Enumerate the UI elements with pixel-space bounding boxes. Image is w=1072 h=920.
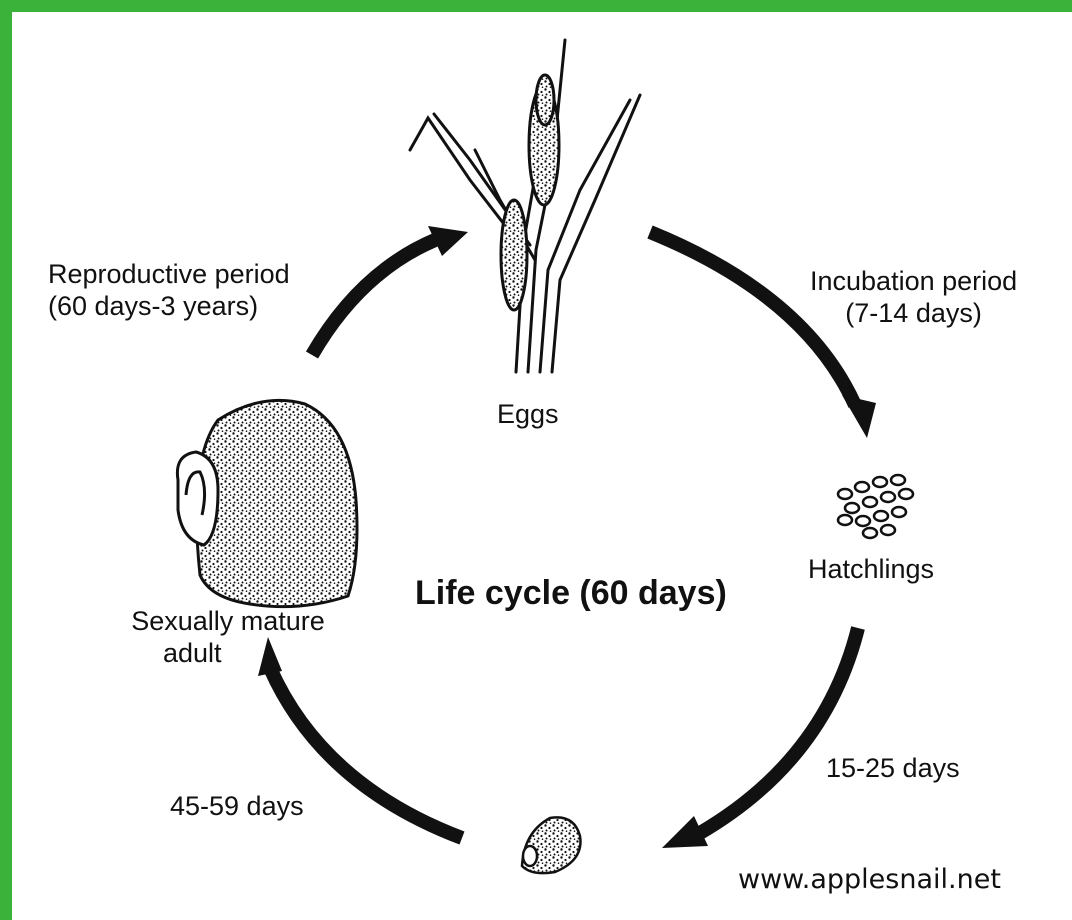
transition-label-reproductive-line2: (60 days-3 years): [48, 290, 290, 322]
plant-with-egg-clusters-icon: [410, 40, 640, 372]
transition-label-incubation-line2: (7-14 days): [810, 297, 1017, 329]
stage-label-hatchlings: Hatchlings: [808, 553, 934, 585]
stage-label-adult-line2: adult: [108, 637, 348, 669]
diagram-title: Life cycle (60 days): [415, 574, 727, 613]
stage-label-adult: Sexually mature adult: [108, 605, 348, 669]
arrowhead-juvenile: [662, 816, 708, 848]
transition-label-reproductive: Reproductive period (60 days-3 years): [48, 258, 290, 322]
arrowhead-hatchlings: [842, 395, 876, 438]
hatchlings-icon: [838, 475, 913, 538]
transition-label-45-59-days: 45-59 days: [170, 790, 304, 822]
transition-label-incubation: Incubation period (7-14 days): [810, 265, 1017, 329]
arrow-adult-to-eggs: [312, 240, 435, 355]
stage-label-eggs: Eggs: [497, 398, 559, 430]
adult-snail-icon: [177, 400, 357, 606]
arrow-hatchlings-to-juvenile: [700, 628, 858, 833]
watermark-url: www.applesnail.net: [738, 864, 1001, 895]
transition-label-15-25-days: 15-25 days: [826, 752, 960, 784]
juvenile-snail-icon: [522, 817, 580, 873]
transition-label-reproductive-line1: Reproductive period: [48, 258, 290, 290]
stage-label-adult-line1: Sexually mature: [108, 605, 348, 637]
transition-label-incubation-line1: Incubation period: [810, 265, 1017, 297]
